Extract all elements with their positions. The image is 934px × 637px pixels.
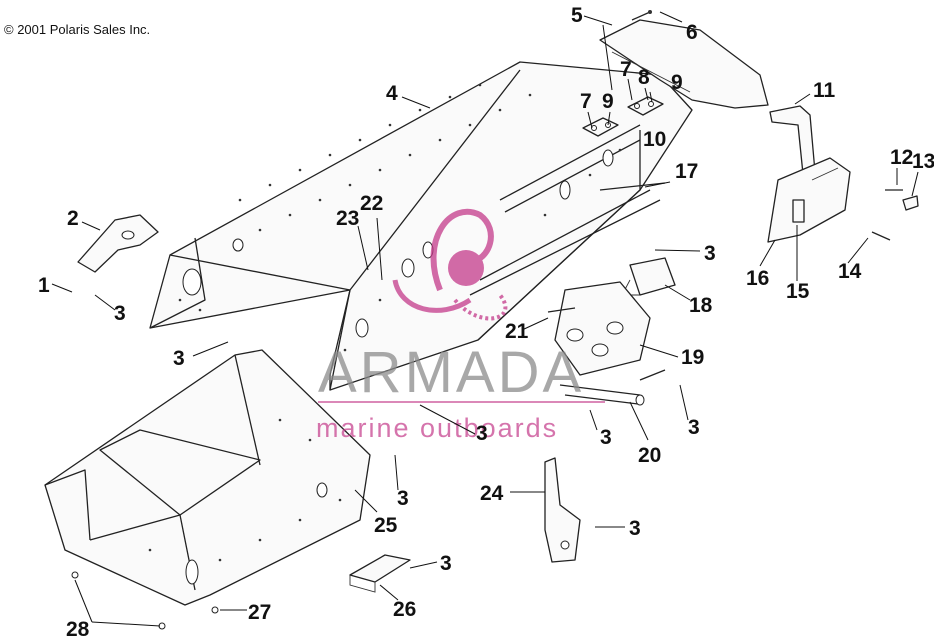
callout-21: 21 (505, 320, 529, 343)
part-4-tunnel (149, 61, 693, 391)
part-6-flap-bolt (631, 10, 652, 21)
callout-25: 25 (374, 514, 398, 537)
part-12-13-pins (871, 189, 919, 241)
callout-19: 19 (681, 346, 704, 369)
callout-3: 3 (629, 517, 641, 540)
callout-2: 2 (67, 207, 79, 230)
part-21-shaft (547, 307, 576, 313)
part-11-grab-handle (769, 105, 816, 175)
callout-1: 1 (38, 274, 50, 297)
part-24-bracket (544, 457, 581, 563)
part-26-plate (349, 554, 411, 593)
callout-6: 6 (686, 21, 698, 44)
callout-15: 15 (786, 280, 810, 303)
watermark-name: ARMADA (318, 340, 584, 405)
callout-4: 4 (386, 82, 398, 105)
part-17-rail (599, 182, 666, 191)
part-5-rear-flap (599, 19, 769, 109)
part-18-bracket (621, 257, 676, 296)
callout-23: 23 (336, 207, 359, 230)
callout-28: 28 (66, 618, 90, 637)
callout-3: 3 (114, 302, 126, 325)
callout-9: 9 (602, 90, 614, 113)
callout-3: 3 (600, 426, 612, 449)
callout-3: 3 (173, 347, 185, 370)
callout-8: 8 (638, 66, 650, 89)
part-16-hitch-bracket (767, 157, 851, 243)
callout-3: 3 (440, 552, 452, 575)
callout-3: 3 (476, 422, 488, 445)
part-25-front-chassis (44, 349, 371, 606)
callout-13: 13 (912, 150, 934, 173)
armada-watermark: ARMADA marine outboards (316, 208, 605, 443)
callout-22: 22 (360, 192, 383, 215)
callout-27: 27 (248, 601, 271, 624)
callout-3: 3 (688, 416, 700, 439)
callout-14: 14 (838, 260, 862, 283)
part-20-axle (559, 369, 666, 406)
callout-12: 12 (890, 146, 913, 169)
copyright-notice: © 2001 Polaris Sales Inc. (4, 22, 151, 37)
callout-5: 5 (571, 4, 583, 27)
armada-logo-mark (392, 208, 508, 321)
watermark-tagline: marine outboards (316, 413, 558, 443)
callout-7: 7 (620, 58, 632, 81)
callout-9: 9 (671, 71, 683, 94)
part-10-mount-plates (582, 96, 664, 137)
callout-26: 26 (393, 598, 416, 621)
callout-24: 24 (480, 482, 504, 505)
callout-20: 20 (638, 444, 661, 467)
callout-16: 16 (746, 267, 769, 290)
callout-10: 10 (643, 128, 666, 151)
leader-lines (51, 11, 919, 627)
callout-3: 3 (704, 242, 716, 265)
part-19-heat-exchanger (554, 281, 651, 376)
part-2-bracket (77, 214, 159, 273)
callout-11: 11 (813, 79, 836, 102)
callout-17: 17 (675, 160, 698, 183)
callout-labels: 1 2 3 3 3 3 3 3 3 3 3 4 5 6 7 7 8 9 9 10… (38, 4, 934, 637)
callout-18: 18 (689, 294, 713, 317)
callout-7: 7 (580, 90, 592, 113)
callout-3: 3 (397, 487, 409, 510)
part-27-28-fasteners (71, 571, 219, 630)
